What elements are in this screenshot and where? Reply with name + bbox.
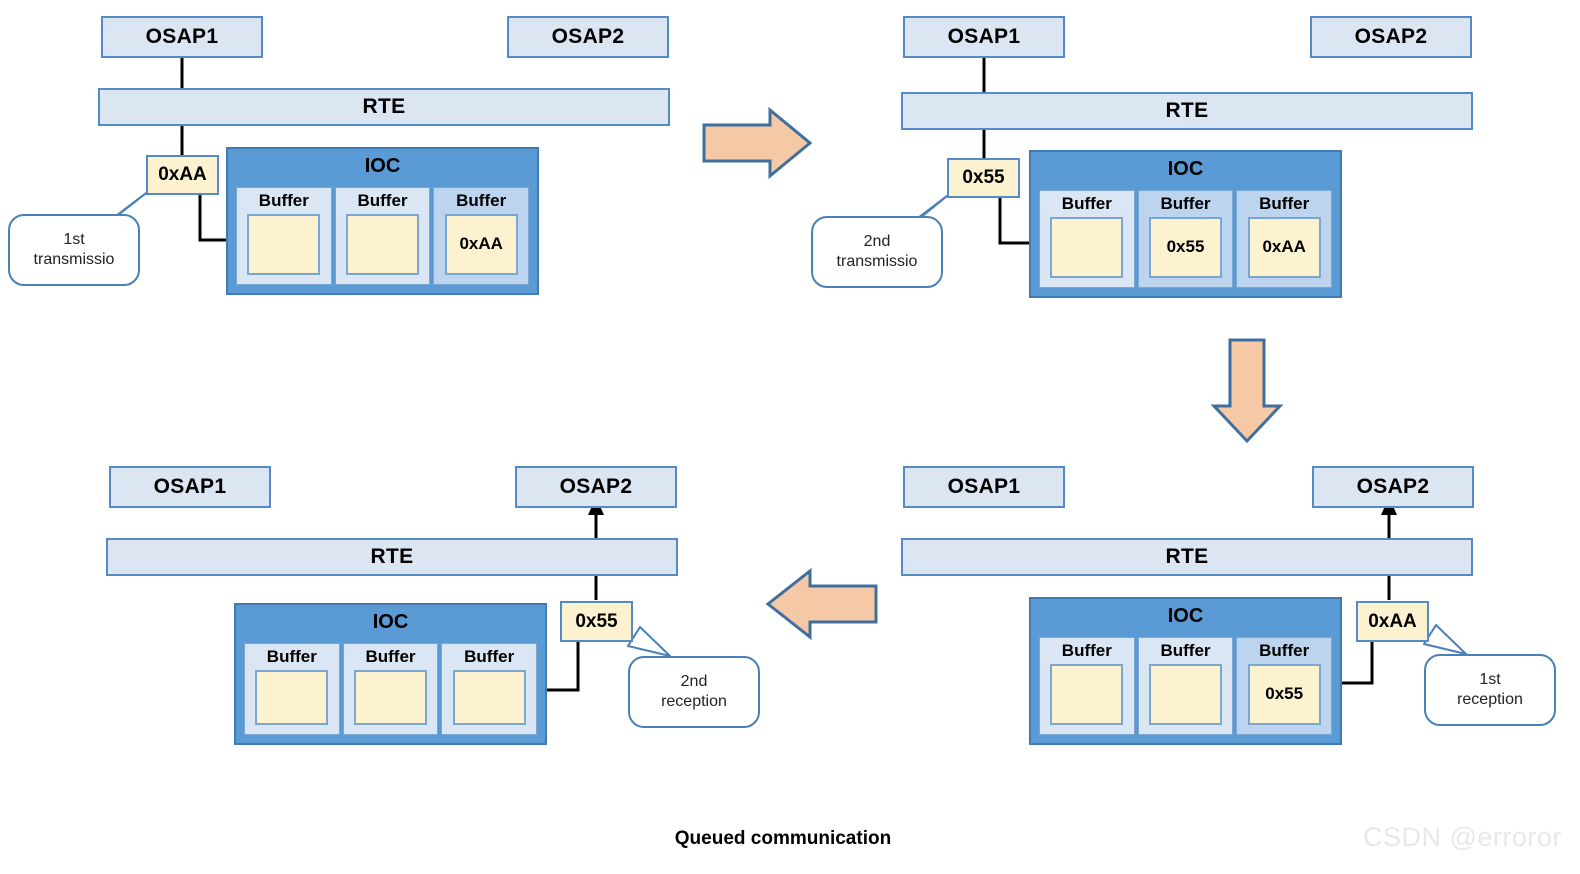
buffer-row: Buffer Buffer Buffer: [244, 643, 538, 735]
buffer-value-3: [452, 669, 526, 725]
ioc-label: IOC: [364, 155, 401, 177]
buffer-label: Buffer: [1061, 641, 1112, 660]
buffer-label: Buffer: [456, 191, 507, 210]
buffer-slot-2[interactable]: Buffer: [1137, 637, 1234, 735]
rte-label: RTE: [370, 545, 414, 568]
panel-bottom-left-osap2[interactable]: OSAP2: [515, 466, 677, 508]
osap2-label: OSAP2: [551, 25, 625, 48]
ioc-label: IOC: [1167, 605, 1204, 627]
buffer-value-1: [247, 213, 321, 275]
value-box-label: 0x55: [962, 167, 1005, 188]
panel-bottom-right-value-box[interactable]: 0xAA: [1356, 601, 1429, 642]
buffer-value-2: [353, 669, 428, 725]
osap2-label: OSAP2: [1354, 25, 1428, 48]
watermark: CSDN @erroror: [1363, 822, 1562, 852]
buffer-value-3: 0xAA: [1247, 216, 1321, 278]
osap1-label: OSAP1: [947, 25, 1021, 48]
buffer-value-3: 0xAA: [444, 213, 518, 275]
buffer-slot-2[interactable]: Buffer: [342, 643, 439, 735]
panel-bottom-right-osap1[interactable]: OSAP1: [903, 466, 1065, 508]
buffer-row: Buffer Buffer Buffer 0xAA: [236, 187, 530, 285]
buffer-label: Buffer: [266, 647, 317, 666]
osap2-label: OSAP2: [1356, 475, 1430, 498]
panel-top-left-osap1[interactable]: OSAP1: [101, 16, 263, 58]
panel-bottom-right-ioc[interactable]: IOC Buffer Buffer Buffer 0x55: [1029, 597, 1342, 745]
buffer-slot-1[interactable]: Buffer: [236, 187, 332, 285]
buffer-slot-3[interactable]: Buffer: [441, 643, 538, 735]
ioc-label: IOC: [372, 611, 409, 633]
callout-line2: transmissio: [836, 253, 918, 270]
panel-top-right-value-box[interactable]: 0x55: [947, 158, 1020, 198]
panel-bottom-right-osap2[interactable]: OSAP2: [1312, 466, 1474, 508]
callout-line1: 1st: [63, 231, 85, 248]
buffer-value-3: 0x55: [1247, 663, 1321, 725]
ioc-label: IOC: [1167, 158, 1204, 180]
callout-line1: 1st: [1479, 671, 1501, 688]
panel-bottom-left-value-box[interactable]: 0x55: [560, 601, 633, 642]
panel-top-left-value-box[interactable]: 0xAA: [146, 155, 219, 195]
buffer-slot-2[interactable]: Buffer 0x55: [1137, 190, 1234, 288]
buffer-label: Buffer: [1259, 641, 1310, 660]
buffer-value-1: [1050, 216, 1124, 278]
panel-bottom-right-callout[interactable]: 1st reception: [1424, 654, 1556, 726]
buffer-value-2: [1148, 663, 1223, 725]
buffer-label: Buffer: [1061, 194, 1112, 213]
arrow-right-top-icon: [702, 106, 813, 180]
callout-line2: transmissio: [33, 251, 115, 268]
buffer-slot-2[interactable]: Buffer: [334, 187, 431, 285]
panel-bottom-left-callout[interactable]: 2nd reception: [628, 656, 760, 728]
value-box-label: 0xAA: [1368, 610, 1417, 632]
panel-top-right-rte[interactable]: RTE: [901, 92, 1473, 130]
buffer-value-2: 0x55: [1148, 216, 1223, 278]
osap1-label: OSAP1: [947, 475, 1021, 498]
buffer-label: Buffer: [365, 647, 416, 666]
buffer-value-1: [1050, 663, 1124, 725]
osap1-label: OSAP1: [145, 25, 219, 48]
panel-top-right-osap2[interactable]: OSAP2: [1310, 16, 1472, 58]
callout-line2: reception: [1457, 691, 1523, 708]
buffer-label: Buffer: [1160, 641, 1211, 660]
panel-top-left-osap2[interactable]: OSAP2: [507, 16, 669, 58]
value-box-label: 0x55: [575, 610, 618, 632]
panel-top-right-ioc[interactable]: IOC Buffer Buffer 0x55 Buffer 0xAA: [1029, 150, 1342, 298]
rte-label: RTE: [1165, 99, 1209, 122]
panel-bottom-left-rte[interactable]: RTE: [106, 538, 678, 576]
buffer-row: Buffer Buffer Buffer 0x55: [1039, 637, 1333, 735]
osap1-label: OSAP1: [153, 475, 227, 498]
panel-top-right-callout[interactable]: 2nd transmissio: [811, 216, 943, 288]
buffer-label: Buffer: [1160, 194, 1211, 213]
panel-bottom-right-rte[interactable]: RTE: [901, 538, 1473, 576]
buffer-slot-1[interactable]: Buffer: [1039, 190, 1135, 288]
callout-tail-3: [1423, 624, 1467, 655]
buffer-value-1: [255, 669, 329, 725]
panel-bottom-left-ioc[interactable]: IOC Buffer Buffer Buffer: [234, 603, 547, 745]
callout-tail-4: [627, 626, 671, 657]
buffer-row: Buffer Buffer 0x55 Buffer 0xAA: [1039, 190, 1333, 288]
buffer-label: Buffer: [258, 191, 309, 210]
rte-label: RTE: [1165, 545, 1209, 568]
value-box-label: 0xAA: [158, 164, 207, 185]
diagram-caption: Queued communication: [674, 828, 892, 849]
arrow-down-right-icon: [1210, 338, 1284, 444]
panel-bottom-left-osap1[interactable]: OSAP1: [109, 466, 271, 508]
osap2-label: OSAP2: [559, 475, 633, 498]
callout-line1: 2nd: [863, 233, 891, 250]
buffer-slot-3[interactable]: Buffer 0x55: [1236, 637, 1333, 735]
arrow-left-bottom-icon: [765, 567, 878, 641]
callout-line2: reception: [661, 693, 727, 710]
buffer-slot-3[interactable]: Buffer 0xAA: [1236, 190, 1333, 288]
panel-top-left-rte[interactable]: RTE: [98, 88, 670, 126]
callout-line1: 2nd: [680, 673, 708, 690]
buffer-slot-3[interactable]: Buffer 0xAA: [433, 187, 530, 285]
buffer-label: Buffer: [1259, 194, 1310, 213]
rte-label: RTE: [362, 95, 406, 118]
panel-top-right-osap1[interactable]: OSAP1: [903, 16, 1065, 58]
buffer-label: Buffer: [357, 191, 408, 210]
buffer-label: Buffer: [464, 647, 515, 666]
panel-top-left-callout[interactable]: 1st transmissio: [8, 214, 140, 286]
buffer-value-2: [345, 213, 420, 275]
panel-top-left-ioc[interactable]: IOC Buffer Buffer Buffer 0xAA: [226, 147, 539, 295]
buffer-slot-1[interactable]: Buffer: [1039, 637, 1135, 735]
buffer-slot-1[interactable]: Buffer: [244, 643, 340, 735]
